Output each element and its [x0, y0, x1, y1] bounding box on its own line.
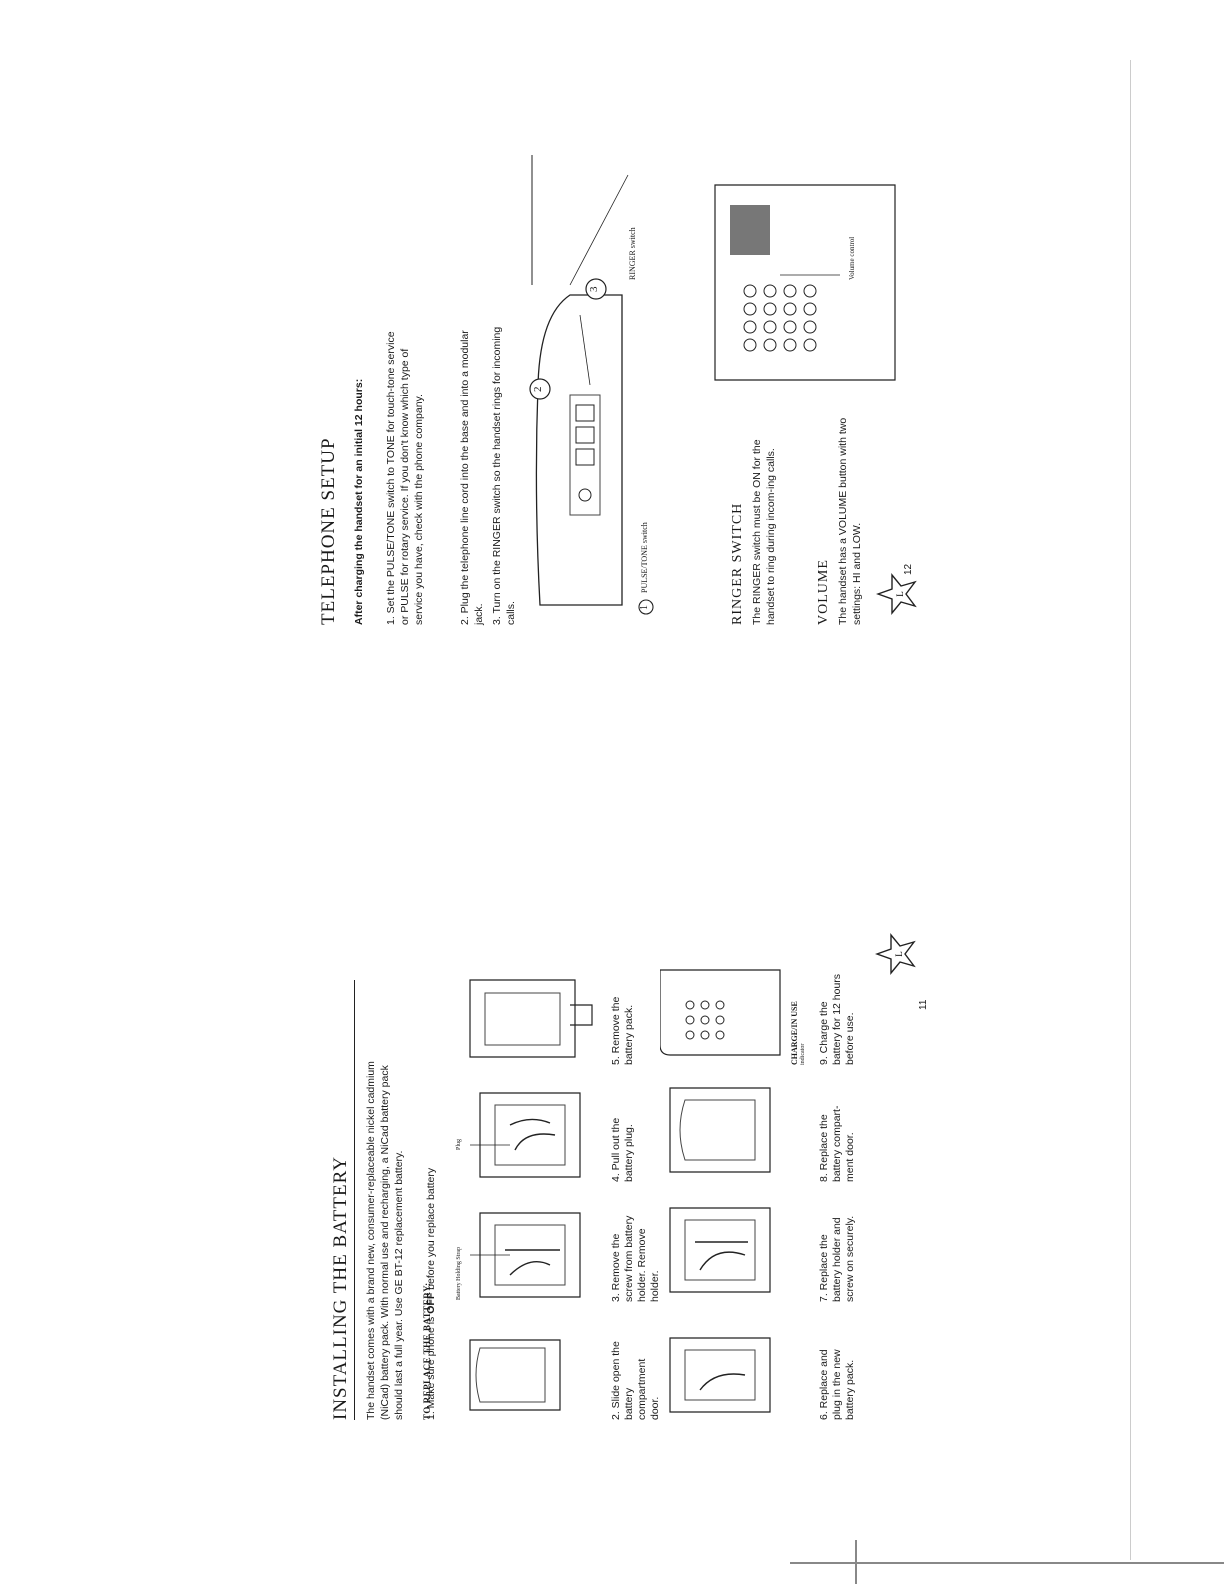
- page-number-12: 12: [903, 563, 914, 575]
- setup-lead: After charging the handset for an initia…: [353, 378, 365, 625]
- label-strap: Battery Holding Strap: [456, 1247, 462, 1300]
- figure-remove-pack: [460, 965, 600, 1065]
- step-1-bold: OFF: [425, 1292, 437, 1314]
- setup-step-1: 1. Set the PULSE/TONE switch to TONE for…: [385, 331, 425, 625]
- figure-door: [450, 1330, 590, 1420]
- label-plug: Plug: [456, 1138, 462, 1150]
- step-8: 8. Replace the battery compart-ment door…: [818, 1105, 856, 1182]
- callout-2-label: 2: [532, 386, 544, 393]
- handset-figure: [710, 165, 900, 385]
- figure-holder: [470, 1205, 600, 1305]
- star-icon-right: L: [876, 573, 918, 615]
- step-6: 6. Replace and plug in the new battery p…: [818, 1349, 856, 1420]
- volume-title: VOLUME: [816, 559, 831, 625]
- intro-paragraph: The handset comes with a brand new, cons…: [365, 1061, 405, 1420]
- figure-replace-holder: [660, 1200, 790, 1300]
- ringer-title: RINGER SWITCH: [730, 502, 745, 625]
- figure-plug: [470, 1085, 600, 1185]
- label-volume: Volume control: [848, 236, 856, 280]
- step-1: 1. Make sure phone is OFF before you rep…: [424, 1020, 438, 1420]
- right-page: TELEPHONE SETUP After charging the hands…: [318, 155, 918, 625]
- figure-handset-charge: [660, 955, 790, 1065]
- left-page: INSTALLING THE BATTERY The handset comes…: [330, 933, 930, 1420]
- volume-text: The handset has a VOLUME button with two…: [837, 417, 863, 625]
- callout-2: 2: [528, 377, 552, 401]
- page-title: INSTALLING THE BATTERY: [330, 980, 355, 1420]
- label-indicator: indicator: [800, 1043, 806, 1065]
- scan-line-vert: [855, 1540, 857, 1584]
- step-9: 9. Charge the battery for 12 hours befor…: [818, 973, 856, 1065]
- figure-new-pack: [660, 1330, 790, 1420]
- callout-1-label: 1: [639, 605, 650, 610]
- callout-3: 3: [584, 277, 608, 301]
- scan-edge-right: [1130, 60, 1131, 1560]
- svg-text:L: L: [895, 591, 905, 597]
- star-icon: L: [875, 933, 917, 975]
- step-4: 4. Pull out the battery plug.: [610, 1117, 635, 1182]
- step-7: 7. Replace the battery holder and screw …: [818, 1215, 856, 1302]
- setup-step-2: 2. Plug the telephone line cord into the…: [459, 330, 485, 625]
- svg-text:L: L: [894, 951, 904, 957]
- figure-door-closed: [660, 1080, 790, 1180]
- step-1-prefix: 1. Make sure phone is: [425, 1313, 437, 1420]
- callout-3-label: 3: [588, 286, 600, 293]
- step-3: 3. Remove the screw from battery holder.…: [610, 1215, 661, 1302]
- step-1-suffix: before you replace battery: [425, 1167, 437, 1293]
- page-number-11: 11: [918, 999, 929, 1010]
- step-5: 5. Remove the battery pack.: [610, 996, 635, 1065]
- step-2: 2. Slide open the battery compartment do…: [610, 1341, 661, 1420]
- setup-title: TELEPHONE SETUP: [318, 437, 339, 625]
- label-ringer: RINGER switch: [628, 227, 637, 280]
- label-pulse-tone: PULSE/TONE switch: [640, 522, 649, 593]
- callout-1: 1: [638, 599, 654, 615]
- ringer-text: The RINGER switch must be ON for the han…: [751, 439, 777, 625]
- scan-line-bottom: [790, 1562, 1224, 1564]
- setup-step-3: 3. Turn on the RINGER switch so the hand…: [491, 326, 517, 625]
- label-charge: CHARGE/IN USE: [790, 1001, 799, 1065]
